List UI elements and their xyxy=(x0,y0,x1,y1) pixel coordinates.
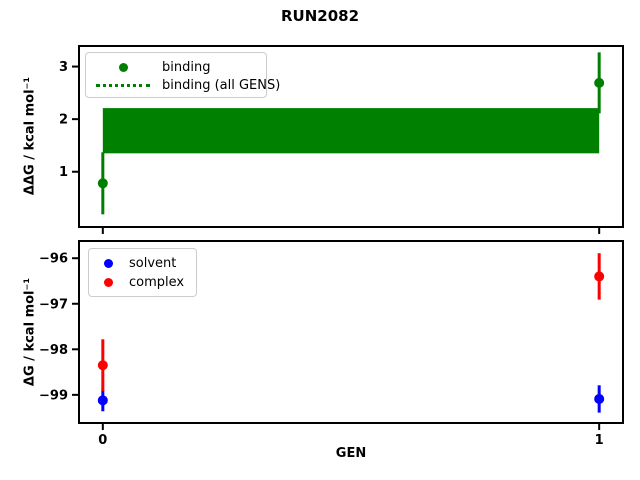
axes-spines xyxy=(78,45,624,228)
legend-label-binding: binding xyxy=(162,59,211,75)
legend-item-complex: complex xyxy=(95,273,188,292)
legend-label-complex: complex xyxy=(129,275,185,290)
y-tick-label: 2 xyxy=(59,113,68,128)
legend-item-binding-all-gens: binding (all GENS) xyxy=(92,76,280,94)
legend-handle xyxy=(92,62,154,72)
solvent-marker xyxy=(594,393,605,404)
legend-handle xyxy=(95,278,121,287)
solvent-marker xyxy=(97,395,108,406)
uncertainty-band xyxy=(102,108,600,154)
complex-marker xyxy=(594,271,605,282)
dg-subplot: −96 −97 −98 −99 0 1 xyxy=(39,240,624,448)
ddg-y-axis-label: ΔΔG / kcal mol⁻¹ xyxy=(22,76,38,196)
x-tick-label: 1 xyxy=(595,433,604,448)
binding-dot-icon xyxy=(118,62,128,72)
y-tick-label: −99 xyxy=(39,388,68,403)
y-tick-label: −98 xyxy=(39,343,68,358)
dg-y-axis-label: ΔG / kcal mol⁻¹ xyxy=(22,277,38,387)
x-tick-label: 0 xyxy=(98,433,107,448)
legend-item-solvent: solvent xyxy=(95,254,188,273)
figure-title: RUN2082 xyxy=(280,7,360,25)
binding-marker xyxy=(594,77,605,88)
complex-marker xyxy=(97,360,108,371)
dotted-line-icon xyxy=(96,83,150,87)
y-tick-label: −96 xyxy=(39,252,68,267)
complex-dot-icon xyxy=(103,278,113,287)
legend-label-binding-all-gens: binding (all GENS) xyxy=(162,77,281,93)
x-axis-label: GEN xyxy=(335,446,367,461)
solvent-dot-icon xyxy=(103,259,113,268)
binding-legend: binding binding (all GENS) xyxy=(85,52,280,98)
ddg-subplot: 1 2 3 xyxy=(59,45,624,234)
y-tick-label: 1 xyxy=(59,165,68,180)
legend-handle xyxy=(92,83,154,87)
axes-spines xyxy=(78,240,624,424)
y-tick-label: 3 xyxy=(59,60,68,75)
dg-legend: solvent complex xyxy=(88,248,197,297)
y-tick-label: −97 xyxy=(39,297,68,312)
legend-item-binding: binding xyxy=(92,58,258,76)
legend-label-solvent: solvent xyxy=(129,256,177,271)
binding-marker xyxy=(97,178,108,189)
legend-handle xyxy=(95,259,121,268)
